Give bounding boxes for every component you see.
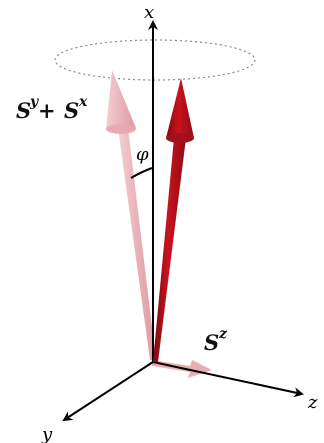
y-axis (62, 361, 154, 422)
svg-text:y: y (29, 94, 39, 110)
transverse-arrow-shaft (118, 128, 156, 360)
transverse-label: S y + S x (16, 94, 88, 123)
precession-circle (54, 39, 256, 81)
svg-text:S: S (204, 330, 219, 355)
longitudinal-label: S z (204, 326, 228, 355)
y-axis-label: y (41, 424, 53, 443)
svg-text:+: + (38, 98, 56, 123)
svg-text:S: S (16, 98, 31, 123)
transverse-arrow-head (106, 70, 136, 133)
angle-phi-label: φ (136, 144, 149, 165)
svg-text:S: S (64, 98, 79, 123)
x-axis-label: x (144, 2, 154, 23)
spin-arrow-head (166, 78, 194, 142)
svg-text:z: z (218, 326, 228, 342)
z-axis (152, 361, 304, 398)
z-axis-label: z (307, 392, 318, 413)
spin-arrow-shaft (153, 138, 186, 362)
svg-text:x: x (78, 94, 88, 110)
angle-arc (130, 167, 153, 179)
spin-arrow (153, 78, 194, 362)
